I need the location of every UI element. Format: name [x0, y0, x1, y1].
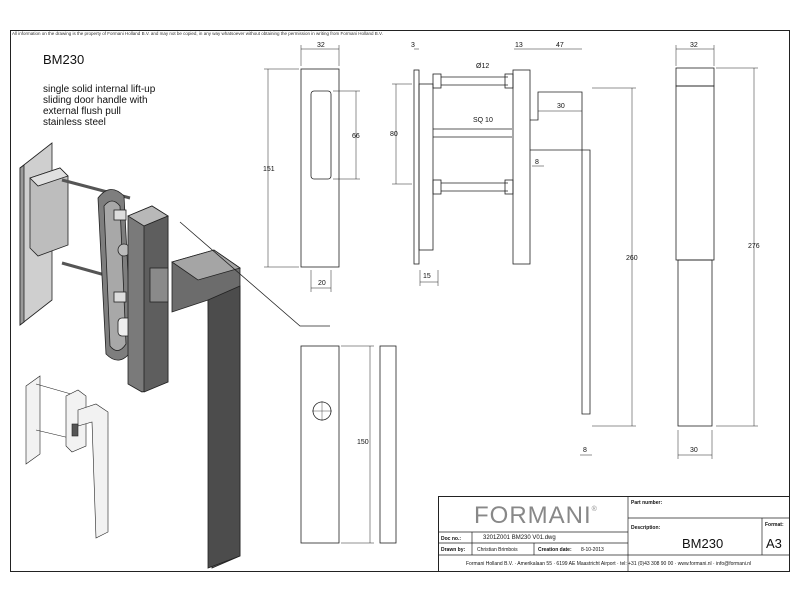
dim-spindle-sq: SQ 10 — [473, 117, 493, 124]
dim-side-bottom: 30 — [690, 447, 698, 454]
dim-spacing: 80 — [390, 131, 398, 138]
iso-handle-body — [29, 167, 69, 257]
title-block: Part number: Description: Format: Doc no… — [438, 496, 790, 572]
registered-mark: ® — [591, 506, 598, 513]
iso-escutcheon — [97, 189, 133, 361]
iso-lever — [149, 249, 241, 569]
dim-collar: 13 — [515, 42, 523, 49]
iso-pull-plate — [127, 205, 169, 393]
drawn-by-value: Christian Brimbois — [477, 547, 518, 553]
dim-side-height: 276 — [748, 243, 760, 250]
logo-text: FORMANI — [474, 502, 592, 529]
back-plate-front — [300, 345, 340, 544]
dim-lever-proj: 47 — [556, 42, 564, 49]
part-number-label: Part number: — [631, 500, 663, 506]
product-code: BM230 — [43, 52, 85, 67]
drawing-border — [10, 30, 790, 572]
description-value: BM230 — [682, 536, 724, 551]
format-label: Format: — [765, 522, 784, 528]
dim-pull-width: 32 — [317, 42, 325, 49]
dim-spindle-dia: Ø12 — [476, 63, 489, 70]
title-block-grid — [438, 496, 790, 572]
lever-front — [675, 67, 715, 427]
iso-leader-line — [179, 221, 330, 327]
dim-side-width: 32 — [690, 42, 698, 49]
creation-date-value: 8-10-2013 — [581, 547, 604, 553]
dim-lever-thick: 8 — [535, 159, 539, 166]
dim-base-thickness: 15 — [423, 273, 431, 280]
description-line: single solid internal lift-up — [43, 84, 156, 95]
dim-lever-width: 30 — [557, 103, 565, 110]
description-line: external flush pull — [43, 106, 121, 117]
description-line: sliding door handle with — [43, 95, 148, 106]
formani-logo: FORMANI® — [474, 502, 598, 530]
dim-pull-height: 151 — [263, 166, 275, 173]
creation-date-label: Creation date: — [538, 547, 572, 553]
dim-back-plate-height: 150 — [357, 439, 369, 446]
dim-recess-width: 20 — [318, 280, 326, 287]
description-line: stainless steel — [43, 117, 106, 128]
disclaimer-text: All information on the drawing is the pr… — [12, 31, 383, 36]
doc-no-value: 3201Z001 BM230 V01.dwg — [483, 535, 556, 541]
dim-plate-thickness: 3 — [411, 42, 415, 49]
dim-lever-length: 260 — [626, 255, 638, 262]
description-label: Description: — [631, 525, 661, 531]
iso-small — [25, 375, 109, 539]
back-plate-side — [379, 345, 397, 544]
company-footer: Formani Holland B.V. · Amerikalaan 55 · … — [466, 561, 752, 567]
side-section — [413, 69, 591, 415]
dim-lever-bottom: 8 — [583, 447, 587, 454]
flush-pull-front — [300, 68, 340, 268]
drawn-by-label: Drawn by: — [441, 547, 466, 553]
format-value: A3 — [766, 536, 782, 551]
doc-no-label: Doc no.: — [441, 536, 461, 542]
dim-recess-height: 66 — [352, 133, 360, 140]
product-description: single solid internal lift-up sliding do… — [43, 84, 155, 128]
